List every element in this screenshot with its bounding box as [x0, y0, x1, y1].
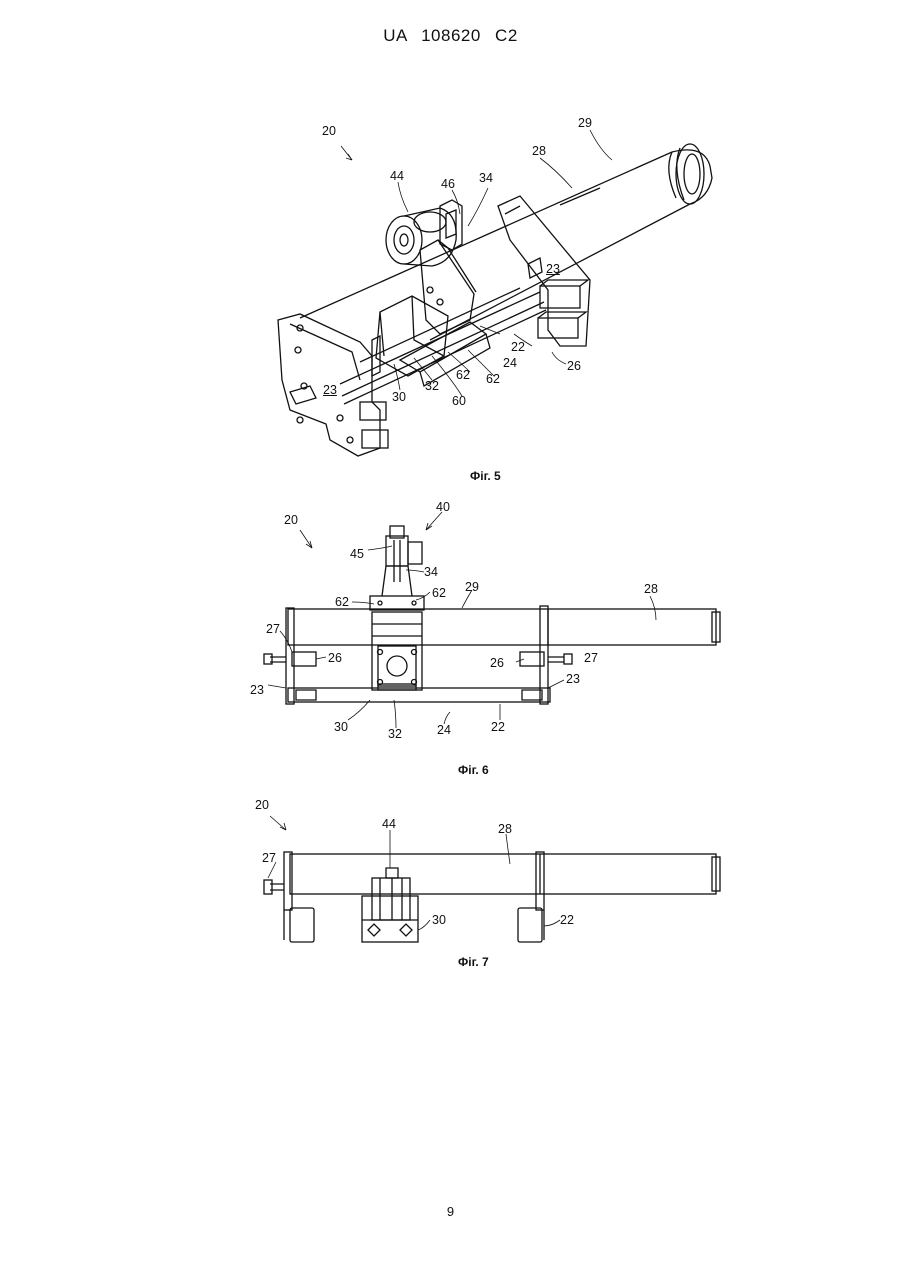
fig7-label-28: 28	[498, 823, 512, 836]
fig7-label-30: 30	[432, 914, 446, 927]
fig7-label-20: 20	[255, 799, 269, 812]
figure-7: 20 44 28 27 30 22 Фіг. 7	[0, 0, 901, 980]
fig7-label-44: 44	[382, 818, 396, 831]
fig7-label-22: 22	[560, 914, 574, 927]
fig7-caption: Фіг. 7	[458, 955, 489, 969]
figure-7-drawing	[0, 0, 901, 980]
page-number: 9	[0, 1204, 901, 1219]
fig7-label-27: 27	[262, 852, 276, 865]
